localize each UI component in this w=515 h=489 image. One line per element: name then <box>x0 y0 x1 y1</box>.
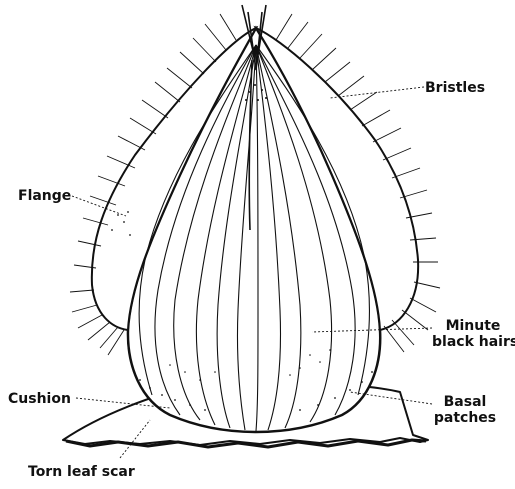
label-minute-black-hairs-line2: black hairs <box>432 334 514 350</box>
label-torn-leaf-scar: Torn leaf scar <box>28 464 135 480</box>
label-flange: Flange <box>18 188 71 204</box>
label-basal-patches-line2: patches <box>432 410 498 426</box>
label-minute-black-hairs: Minute black hairs <box>432 318 514 350</box>
label-cushion: Cushion <box>8 391 71 407</box>
label-basal-patches: Basal patches <box>432 394 498 426</box>
scale-body <box>128 28 380 432</box>
label-minute-black-hairs-line1: Minute <box>432 318 514 334</box>
label-bristles: Bristles <box>425 80 485 96</box>
label-basal-patches-line1: Basal <box>432 394 498 410</box>
